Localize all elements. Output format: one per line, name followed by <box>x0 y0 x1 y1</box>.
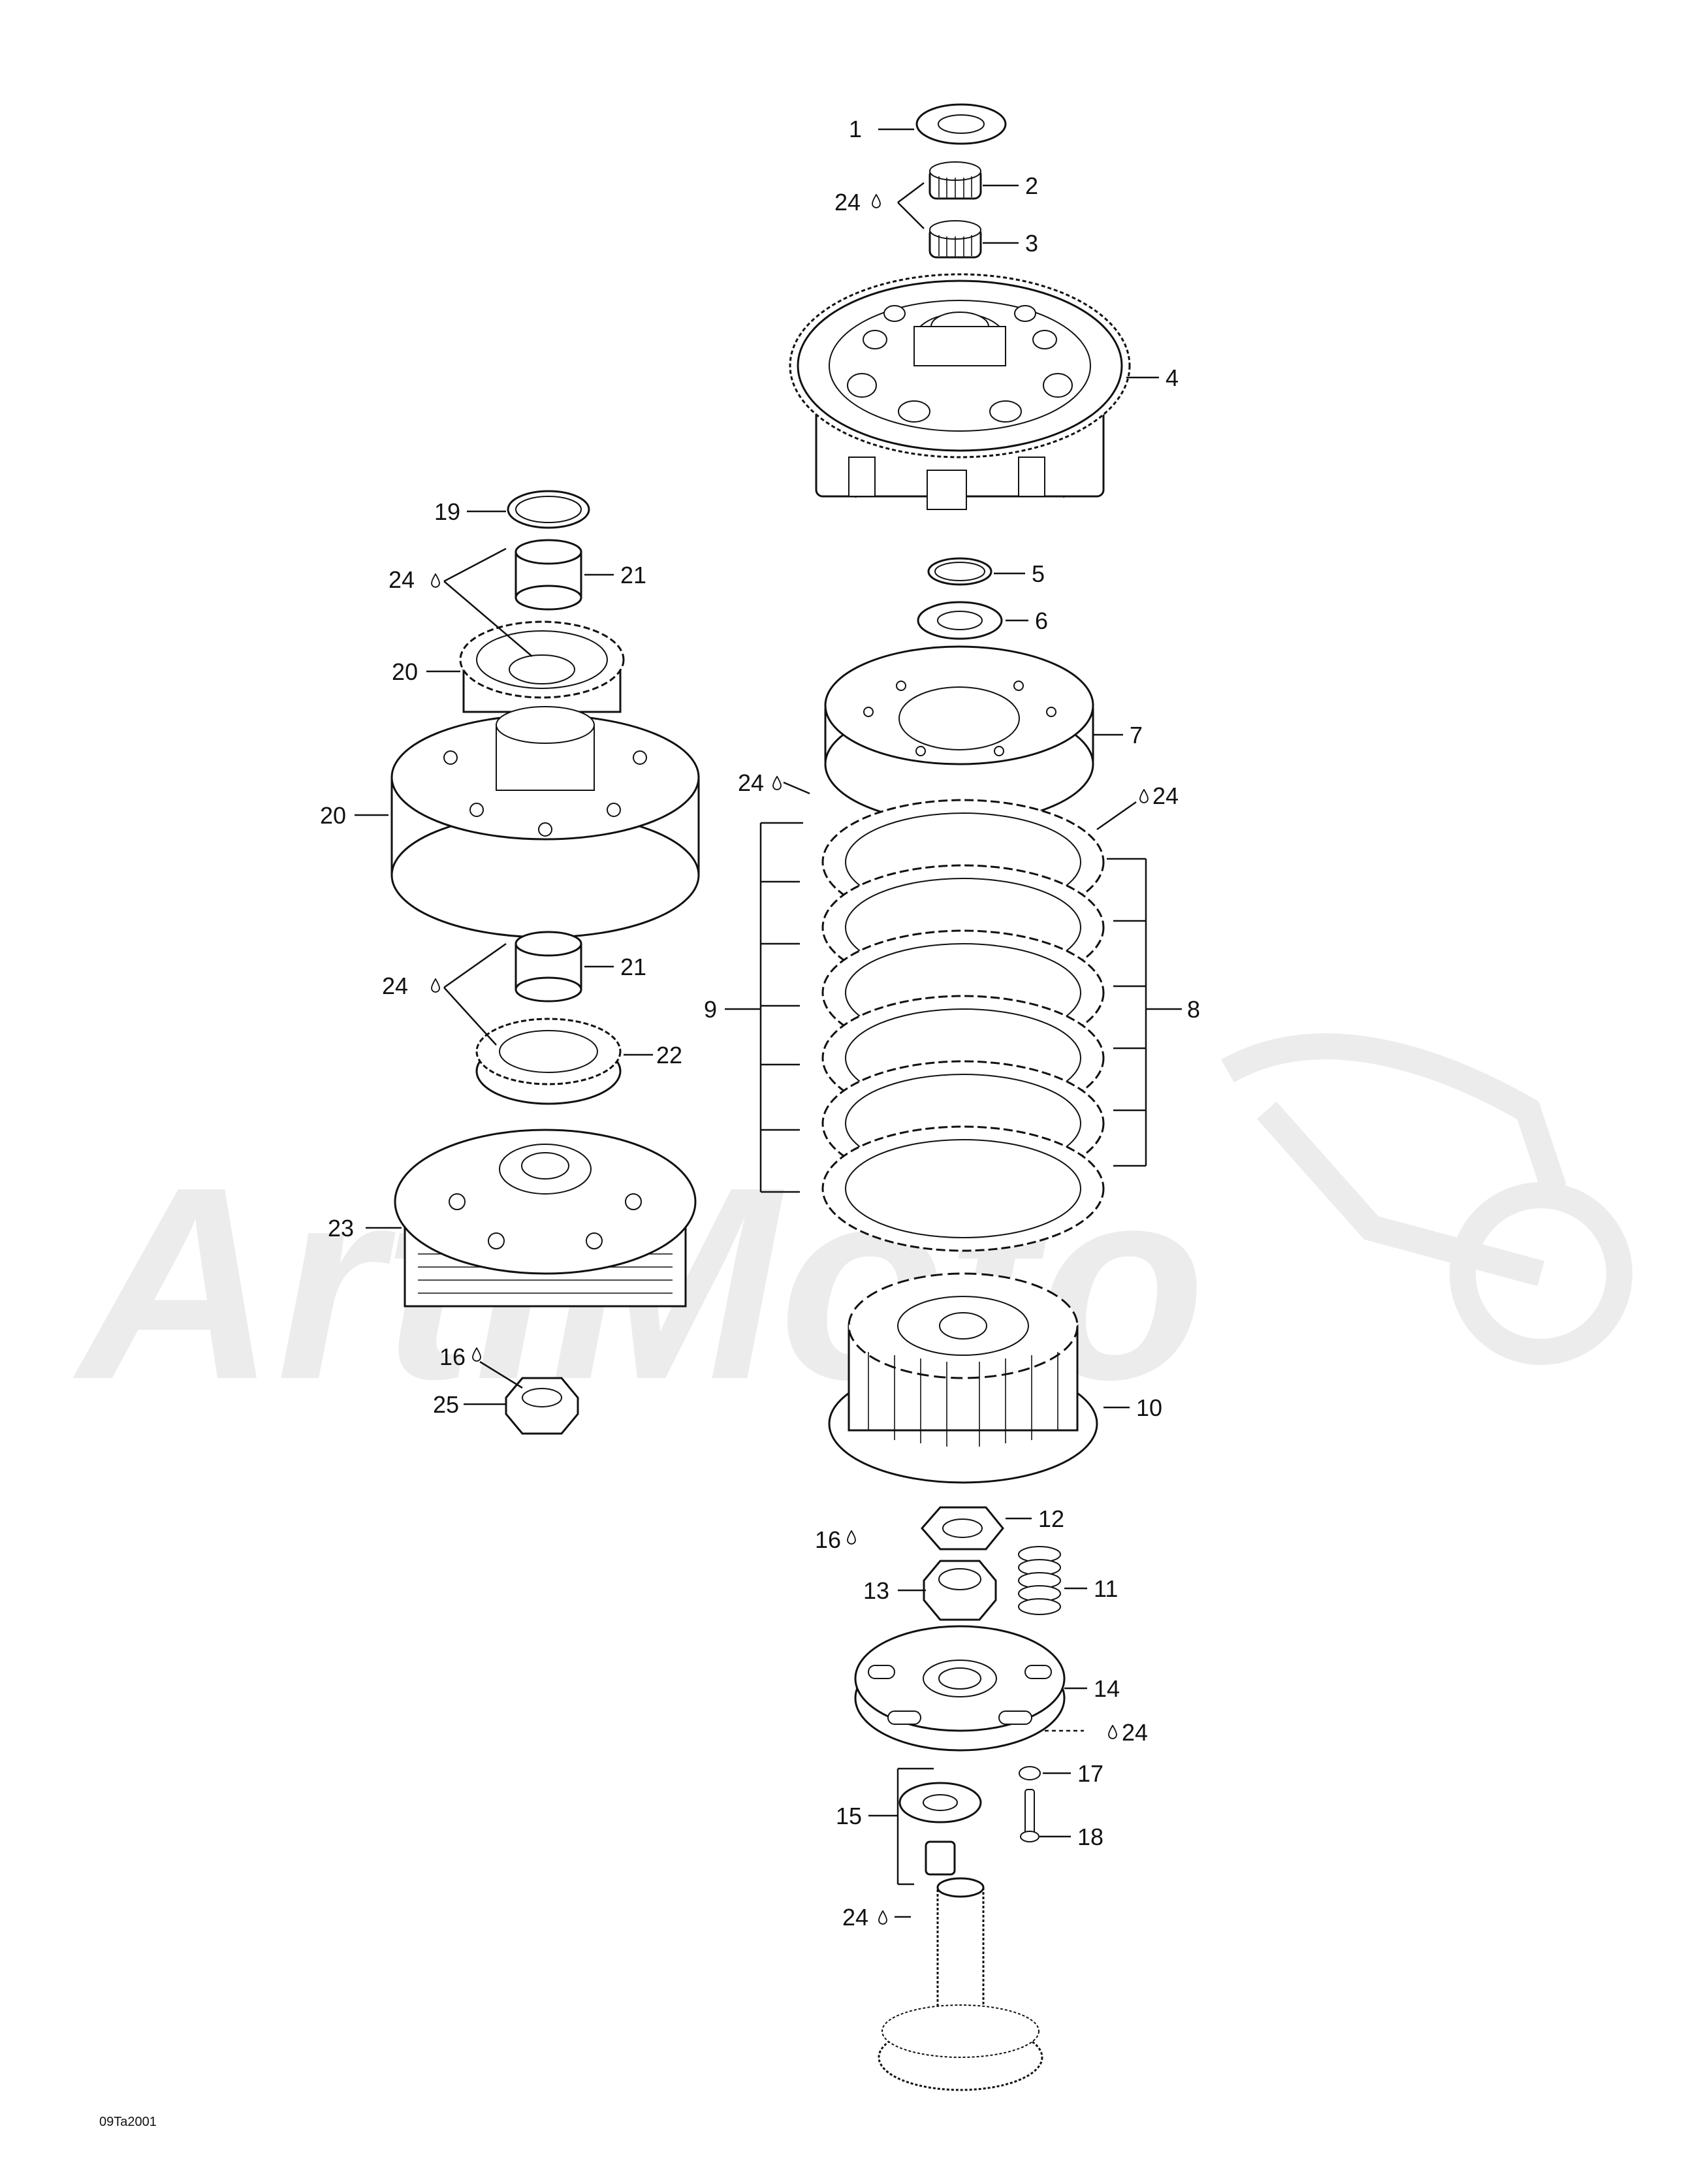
part-spring-11 <box>1018 1546 1061 1615</box>
callout-16-right: 16 <box>815 1526 841 1553</box>
part-starter-gear-20-top <box>459 620 625 713</box>
part-bushing-21-bottom <box>515 931 582 1003</box>
part-washer-6 <box>917 601 1003 640</box>
callout-12: 12 <box>1038 1505 1064 1532</box>
callout-9: 9 <box>704 996 717 1023</box>
callout-25: 25 <box>433 1391 459 1418</box>
callout-17: 17 <box>1077 1760 1103 1787</box>
callout-2: 2 <box>1025 172 1038 199</box>
callout-20-housing: 20 <box>320 802 346 829</box>
oil-drop-icon <box>431 978 440 993</box>
part-washer-1 <box>915 103 1007 145</box>
callout-18: 18 <box>1077 1823 1103 1850</box>
callout-8: 8 <box>1187 996 1200 1023</box>
part-nut-25 <box>505 1377 579 1435</box>
callout-4: 4 <box>1166 364 1179 391</box>
callout-14: 14 <box>1094 1675 1120 1702</box>
oil-drop-icon <box>1139 789 1149 803</box>
callout-10: 10 <box>1136 1394 1162 1421</box>
callout-6: 6 <box>1035 607 1048 634</box>
callout-15: 15 <box>836 1803 862 1829</box>
part-needle-bearing-3 <box>928 220 982 259</box>
callout-24-bushing-top: 24 <box>389 566 415 593</box>
part-clutch-plates-stack-8-9 <box>821 799 1105 1252</box>
part-washer-17 <box>1019 1766 1041 1780</box>
callout-24-plates-left: 24 <box>738 769 764 796</box>
callout-24-plates-right: 24 <box>1152 782 1179 809</box>
oil-drop-icon <box>872 194 881 208</box>
oil-drop-icon <box>847 1530 856 1545</box>
bracket-9 <box>725 822 803 1193</box>
callout-3: 3 <box>1025 230 1038 257</box>
part-clutch-hub-7 <box>824 645 1094 824</box>
part-pressure-plate-14 <box>854 1625 1066 1752</box>
callout-22: 22 <box>656 1042 682 1068</box>
part-nut-13 <box>923 1560 997 1621</box>
callout-7: 7 <box>1130 722 1143 748</box>
bracket-15 <box>868 1767 934 1886</box>
oil-drop-icon <box>431 573 440 588</box>
part-starter-housing-20 <box>390 706 700 939</box>
part-ring-19 <box>507 490 590 529</box>
part-circlip-5 <box>927 557 992 586</box>
oil-drop-icon <box>1108 1725 1117 1739</box>
callout-1: 1 <box>849 116 862 142</box>
callout-21-bottom: 21 <box>620 954 646 980</box>
callout-labels: 1 2 3 4 5 6 7 8 9 10 11 12 13 14 15 16 1… <box>320 116 1200 1931</box>
callout-20-gear: 20 <box>392 658 418 685</box>
part-bushing-21-top <box>515 539 582 611</box>
part-pushrod-shaft <box>878 1877 1043 2091</box>
callout-13: 13 <box>863 1577 889 1604</box>
callout-23: 23 <box>328 1215 354 1242</box>
callout-24-bushing-bottom: 24 <box>382 972 408 999</box>
callout-21-top: 21 <box>620 562 646 588</box>
callout-24-plate14: 24 <box>1122 1719 1148 1746</box>
part-screw-18 <box>1020 1789 1039 1842</box>
oil-drop-icon <box>878 1910 887 1925</box>
bracket-8 <box>1107 858 1182 1167</box>
part-clutch-drum-23 <box>394 1129 697 1308</box>
part-sprag-clutch-22 <box>475 1018 622 1105</box>
callout-5: 5 <box>1032 560 1045 587</box>
part-clutch-housing-gear-4 <box>789 273 1131 510</box>
motorcycle-watermark-icon <box>1221 1033 1632 1365</box>
part-release-bearing-15 <box>898 1782 982 1876</box>
clutch-plate <box>821 1125 1105 1252</box>
part-lock-washer-12 <box>921 1506 1004 1550</box>
callout-19: 19 <box>434 498 460 525</box>
part-inner-hub-10 <box>828 1272 1098 1484</box>
part-needle-bearing-2 <box>928 161 982 200</box>
callout-24-shaft: 24 <box>842 1904 868 1931</box>
callout-24-bearings: 24 <box>834 189 861 216</box>
callout-11: 11 <box>1094 1575 1118 1602</box>
oil-drop-icon <box>772 776 782 790</box>
leader-lines <box>355 128 1159 1918</box>
callout-16-left: 16 <box>439 1343 466 1370</box>
drawing-code: 09Ta2001 <box>99 2115 157 2129</box>
